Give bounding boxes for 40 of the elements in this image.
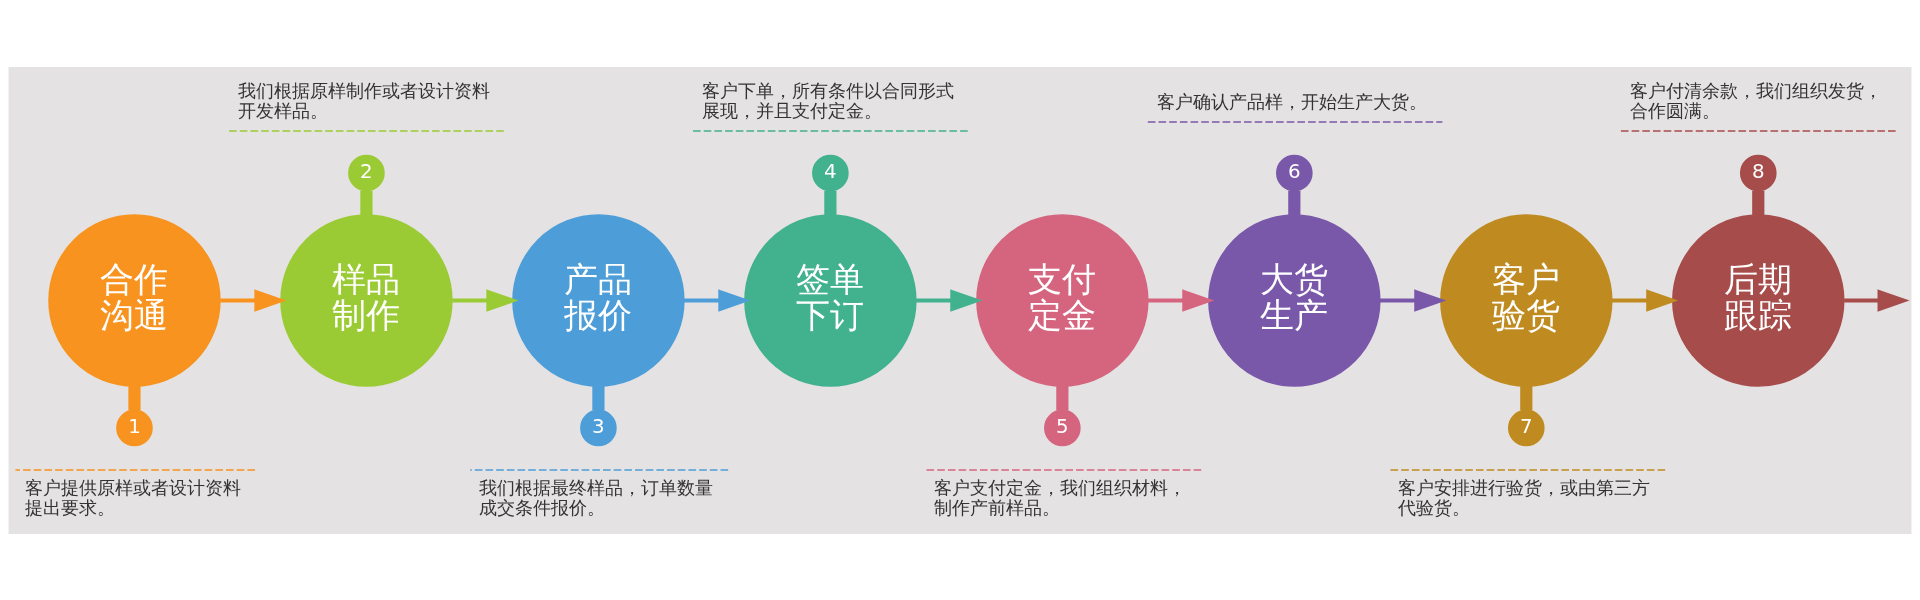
node-circle: 后期跟踪 bbox=[1672, 213, 1845, 387]
arrow bbox=[1379, 288, 1447, 312]
node-circle: 签单下订 bbox=[744, 213, 917, 387]
node-circle: 6 bbox=[1276, 154, 1313, 191]
connector bbox=[1056, 385, 1069, 410]
arrow bbox=[1844, 288, 1910, 312]
node-circle: 1 bbox=[116, 409, 153, 446]
node-label: 客户安排进行验货，或由第三方代验货。 bbox=[1398, 476, 1651, 518]
node-circle: 3 bbox=[580, 409, 617, 446]
node-circle: 产品报价 bbox=[512, 213, 685, 387]
arrow bbox=[684, 288, 751, 312]
node-circle: 2 bbox=[348, 154, 385, 191]
arrow bbox=[1148, 288, 1215, 312]
node-circle: 样品制作 bbox=[280, 213, 453, 387]
node-circle: 8 bbox=[1739, 154, 1777, 191]
arrow bbox=[452, 288, 519, 312]
node-label: 客户付清余款，我们组织发货，合作圆满。 bbox=[1630, 79, 1883, 121]
connector bbox=[592, 385, 605, 410]
arrow bbox=[1611, 288, 1679, 312]
node-label: 客户确认产品样，开始生产大货。 bbox=[1156, 90, 1427, 112]
node-circle: 4 bbox=[812, 154, 849, 191]
arrow bbox=[916, 288, 983, 312]
node-circle: 7 bbox=[1508, 409, 1545, 446]
connector bbox=[1752, 190, 1765, 215]
connector bbox=[128, 385, 141, 410]
connector bbox=[1288, 190, 1301, 215]
arrow bbox=[220, 288, 287, 312]
connector bbox=[1520, 385, 1533, 410]
node-circle: 大货生产 bbox=[1208, 213, 1381, 387]
node-label: 客户下单，所有条件以合同形式展现，并且支付定金。 bbox=[702, 79, 955, 121]
node-circle: 合作沟通 bbox=[48, 213, 221, 387]
node-label: 客户支付定金，我们组织材料，制作产前样品。 bbox=[934, 476, 1187, 518]
node-circle: 客户验货 bbox=[1440, 213, 1613, 387]
node-label: 我们根据最终样品，订单数量成交条件报价。 bbox=[479, 476, 714, 518]
node-circle: 5 bbox=[1044, 409, 1081, 446]
connector bbox=[360, 190, 373, 215]
node-label: 客户提供原样或者设计资料提出要求。 bbox=[24, 476, 241, 518]
node-label: 我们根据原样制作或者设计资料开发样品。 bbox=[238, 79, 491, 121]
connector bbox=[824, 190, 837, 215]
node-circle: 支付定金 bbox=[976, 213, 1149, 387]
